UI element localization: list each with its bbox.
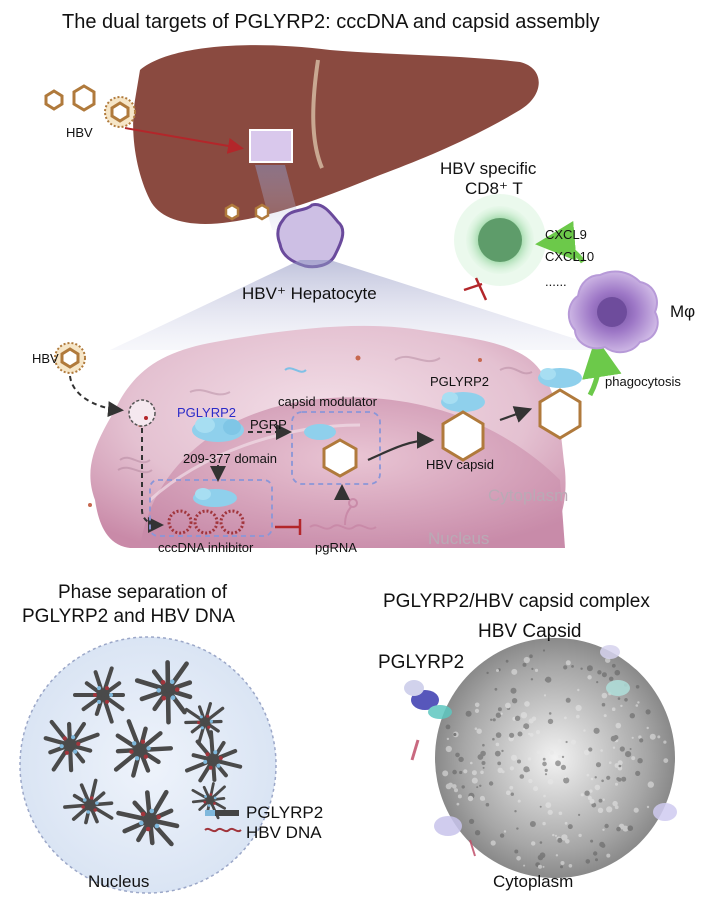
phase-title-line2: PGLYRP2 and HBV DNA (22, 606, 235, 627)
pgrna-label: pgRNA (315, 540, 357, 555)
nucleus-caption: Nucleus (88, 872, 150, 891)
dots-label: ...... (545, 274, 567, 289)
cytoplasm-caption: Cytoplasm (493, 872, 574, 891)
capsid-modulator-label: capsid modulator (278, 394, 377, 409)
to-capsid-arrow (367, 431, 435, 462)
pgrna-strand (309, 524, 377, 530)
phagocytosis-label: phagocytosis (605, 374, 681, 389)
pglyrp2-structures (404, 645, 677, 857)
cd8-label-line1: HBV specific (440, 159, 537, 178)
infected-hepatocyte (276, 202, 345, 269)
pglyrp2-protein-exit (538, 368, 582, 388)
hbv-virion-entry (54, 342, 86, 374)
pglyrp2-capsid-label: PGLYRP2 (430, 374, 490, 389)
liver-zoom-region (249, 129, 293, 163)
condensate-cluster (113, 719, 174, 778)
legend-pglyrp2-label: PGLYRP2 (246, 803, 324, 822)
pglyrp2-label-blue: PGLYRP2 (177, 405, 237, 420)
pglyrp2-protein-modulator (304, 424, 336, 440)
hbv-virions-top (44, 84, 136, 128)
condensate-cluster (43, 719, 100, 773)
tcell-inhibition-line (474, 277, 488, 301)
chemokine-arrow (535, 221, 586, 264)
legend-pglyrp2-glyph (205, 810, 239, 816)
nucleus-label: Nucleus (428, 529, 490, 548)
endosome (128, 399, 156, 427)
domain-label: 209-377 domain (183, 451, 277, 466)
condensate-cluster (185, 730, 243, 783)
pgrp-label: PGRP (250, 417, 287, 432)
capsid-texture (442, 649, 669, 869)
legend-hbvdna-glyph (204, 827, 242, 833)
hbv-capsid-bound (441, 410, 485, 462)
pglyrp2-protein-left (192, 417, 244, 442)
hbv-capsid-exit (538, 388, 582, 440)
capsid-modulator-box (291, 411, 381, 485)
capsid-complex-title: PGLYRP2/HBV capsid complex (383, 591, 650, 612)
zoom-cone-cell (110, 260, 610, 350)
cccdna-inhibitor-box (149, 479, 273, 537)
condensate-cluster (116, 789, 180, 847)
cd8-label-line2: CD8⁺ T (465, 179, 523, 198)
capsid-exit-arrow (499, 406, 533, 423)
cytoplasm-label: Cytoplasm (488, 486, 569, 505)
organelles (117, 355, 533, 474)
hbv-capsid-subtitle: HBV Capsid (478, 621, 582, 642)
hbv-label-entry: HBV (32, 351, 59, 366)
hbv-label-top: HBV (66, 125, 93, 140)
liver (133, 45, 539, 224)
hbv-virions-mid (224, 203, 270, 221)
liver-fissure (311, 59, 324, 169)
pglyrp2-protein-cccdna (193, 488, 237, 507)
macrophage-label: Mφ (670, 302, 696, 321)
pglyrp2-protein-capsid (441, 392, 485, 412)
phase-title-line1: Phase separation of (58, 582, 228, 603)
hbv-capsid-structure (435, 638, 675, 878)
hbv-to-liver-arrow (124, 127, 244, 154)
entry-arrow (69, 375, 124, 418)
condensate-cluster (63, 778, 114, 825)
cxcl9-label: CXCL9 (545, 227, 587, 242)
condensates (43, 660, 243, 847)
legend-hbvdna-label: HBV DNA (246, 823, 322, 842)
cxcl10-label: CXCL10 (545, 249, 595, 264)
endosome-to-nucleus-arrow (141, 428, 164, 533)
cccdna-inhibitor-label: cccDNA inhibitor (158, 540, 254, 555)
hepatocyte-label: HBV⁺ Hepatocyte (242, 284, 377, 303)
hbv-capsid-label: HBV capsid (426, 457, 494, 472)
condensate-cluster (73, 666, 125, 724)
cccdna-rings (167, 509, 245, 535)
figure-title: The dual targets of PGLYRP2: cccDNA and … (62, 11, 600, 33)
pglyrp2-structure-label: PGLYRP2 (378, 652, 465, 673)
hbv-capsid-modulator (322, 438, 358, 478)
condensate-cluster (134, 660, 193, 725)
phagocytosis-arrow (582, 337, 622, 397)
